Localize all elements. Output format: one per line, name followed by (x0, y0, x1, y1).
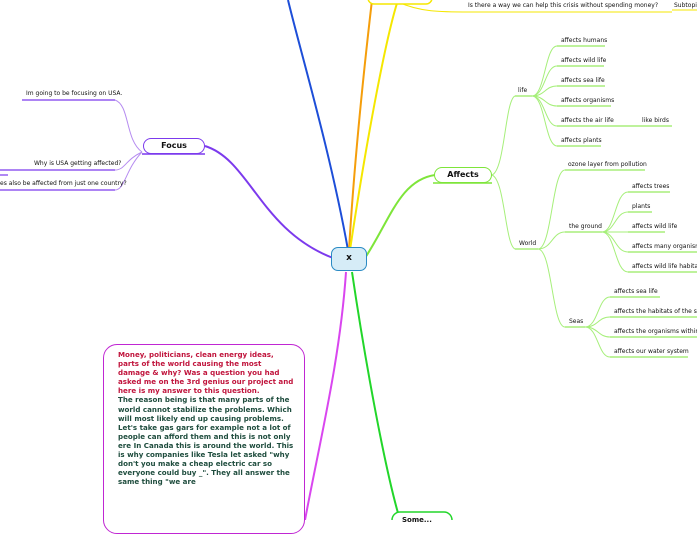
airlife-child-birds[interactable]: like birds (642, 117, 669, 124)
mind-map-connectors (0, 0, 697, 520)
note-question: Money, politicians, clean energy ideas, … (118, 350, 294, 396)
ground-node[interactable]: the ground (569, 223, 602, 230)
life-node[interactable]: life (518, 87, 528, 94)
seas-item-sealife[interactable]: affects sea life (614, 288, 658, 295)
life-item-organisms[interactable]: affects organisms (561, 97, 615, 104)
central-topic[interactable]: x (331, 247, 367, 271)
world-node[interactable]: World (519, 240, 537, 247)
seas-node[interactable]: Seas (569, 318, 584, 325)
branch-orange (348, 0, 373, 251)
ground-item-wildlife[interactable]: affects wild life (632, 223, 678, 230)
branch-green (351, 271, 401, 520)
life-item-wildlife[interactable]: affects wild life (561, 57, 607, 64)
focus-item-usa[interactable]: Im going to be focusing on USA. (26, 90, 123, 97)
branch-blue (287, 0, 349, 251)
life-item-plants[interactable]: affects plants (561, 137, 602, 144)
affects-topic[interactable]: Affects (434, 167, 492, 183)
branch-affects (364, 174, 436, 259)
focus-item-why-usa[interactable]: Why is USA getting affected? (34, 160, 122, 167)
seas-item-organisms[interactable]: affects the organisms within t (614, 328, 697, 335)
top-topic-box (367, 0, 433, 5)
seas-item-habitats[interactable]: affects the habitats of the sea (614, 308, 697, 315)
subtopic-label[interactable]: Subtopi (674, 2, 697, 9)
branch-magenta (304, 271, 347, 520)
world-item-ozone[interactable]: ozone layer from pollution (568, 161, 647, 168)
branch-yellow (349, 0, 399, 251)
life-item-airlife[interactable]: affects the air life (561, 117, 614, 124)
branch-focus (204, 145, 334, 259)
focus-topic[interactable]: Focus (143, 138, 205, 154)
bottom-topic-label[interactable]: Some... (402, 516, 432, 524)
question-answer-note[interactable]: Money, politicians, clean energy ideas, … (103, 344, 305, 534)
note-answer: The reason being is that many parts of t… (118, 395, 294, 487)
help-crisis-question[interactable]: Is there a way we can help this crisis w… (468, 2, 659, 9)
ground-item-trees[interactable]: affects trees (632, 183, 670, 190)
life-item-sealife[interactable]: affects sea life (561, 77, 605, 84)
ground-item-organisms[interactable]: affects many organisms (632, 243, 697, 250)
ground-item-habitats[interactable]: affects wild life habitats (632, 263, 697, 270)
focus-item-one-country[interactable]: es also be affected from just one countr… (0, 180, 127, 187)
seas-item-water[interactable]: affects our water system (614, 348, 689, 355)
ground-item-plants[interactable]: plants (632, 203, 651, 210)
life-item-humans[interactable]: affects humans (561, 37, 608, 44)
bottom-topic-box (391, 511, 453, 520)
